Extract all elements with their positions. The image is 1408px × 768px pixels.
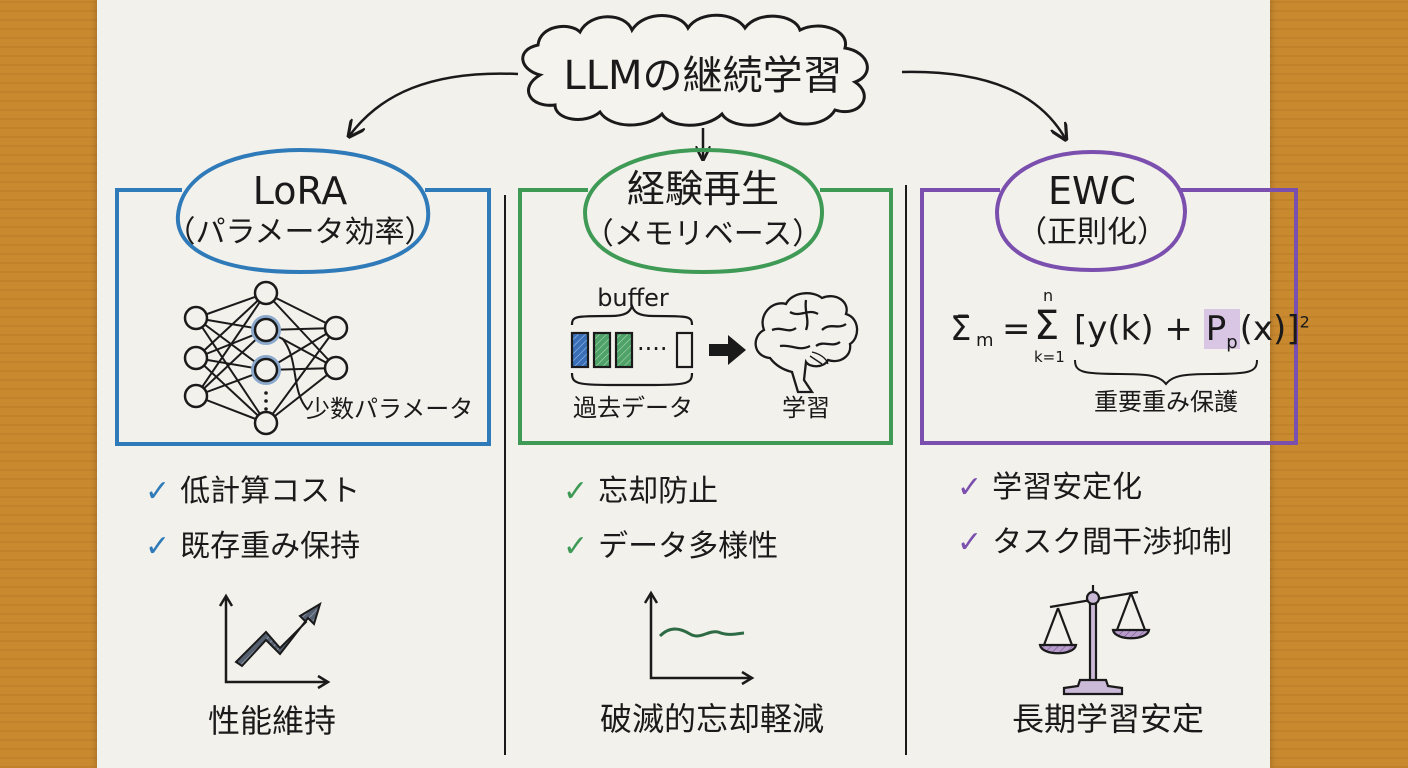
formula-sum: Σ bbox=[1034, 303, 1060, 349]
trend-up-chart-icon bbox=[218, 593, 331, 690]
check-icon: ✓ bbox=[957, 525, 983, 560]
title-cloud bbox=[521, 13, 869, 127]
check-icon: ✓ bbox=[563, 529, 589, 564]
replay-feature-2: ✓ データ多様性 bbox=[563, 532, 778, 562]
ewc-subtitle: （正則化） bbox=[1017, 215, 1167, 250]
buffer-dots: ···· bbox=[637, 335, 668, 363]
formula-term3: (x)] bbox=[1239, 309, 1300, 349]
ewc-feature-1: ✓ 学習安定化 bbox=[957, 473, 1142, 503]
nn-edge bbox=[265, 292, 337, 329]
nn-edge bbox=[265, 367, 337, 424]
formula-sum-top: n bbox=[1043, 286, 1054, 305]
buffer-to-brain-arrow bbox=[709, 335, 746, 365]
formula-lhs-sub: m bbox=[976, 330, 994, 351]
nn-edge bbox=[195, 329, 267, 397]
arrow-to-lora bbox=[350, 72, 519, 135]
check-icon: ✓ bbox=[145, 529, 171, 564]
past-data-label: 過去データ bbox=[573, 394, 693, 422]
lora-caption: 性能維持 bbox=[207, 702, 337, 740]
feature-text: 低計算コスト bbox=[180, 474, 361, 509]
feature-text: タスク間干渉抑制 bbox=[992, 525, 1233, 560]
nn-edge bbox=[265, 327, 337, 424]
neural-network-icon bbox=[183, 280, 349, 436]
lora-feature-2: ✓ 既存重み保持 bbox=[145, 532, 360, 562]
feature-text: 忘却防止 bbox=[598, 474, 719, 509]
lora-subtitle: （パラメータ効率） bbox=[165, 215, 435, 250]
arrow-to-ewc bbox=[901, 70, 1065, 138]
ewc-feature-2: ✓ タスク間干渉抑制 bbox=[957, 528, 1232, 558]
balance-scale-icon bbox=[1038, 585, 1151, 696]
replay-caption: 破滅的忘却軽減 bbox=[599, 700, 825, 738]
replay-feature-1: ✓ 忘却防止 bbox=[563, 477, 718, 507]
nn-edge bbox=[195, 292, 267, 359]
memory-buffer-icon bbox=[570, 302, 694, 387]
stable-line-chart-icon bbox=[643, 590, 755, 686]
feature-text: 既存重み保持 bbox=[180, 529, 361, 564]
nn-edge bbox=[195, 395, 267, 424]
lora-annotation: 少数パラメータ bbox=[306, 395, 474, 423]
check-icon: ✓ bbox=[563, 474, 589, 509]
lora-card-frame bbox=[115, 147, 491, 446]
formula-term2: P bbox=[1205, 309, 1227, 349]
feature-text: データ多様性 bbox=[598, 529, 779, 564]
formula-lhs: Σ̄ bbox=[950, 309, 972, 349]
lora-title: LoRA bbox=[252, 169, 348, 213]
nn-edge bbox=[195, 292, 267, 397]
feature-text: 学習安定化 bbox=[992, 470, 1143, 505]
ewc-formula: Σ̄ m = Σ n k=1 [y(k) + Pp(x)]2 bbox=[950, 288, 1310, 370]
formula-term1: [y(k) + bbox=[1074, 309, 1204, 349]
ewc-caption: 長期学習安定 bbox=[1011, 700, 1205, 738]
ewc-title: EWC bbox=[1047, 169, 1137, 213]
formula-body: [y(k) + Pp(x)]2 bbox=[1074, 309, 1310, 352]
brace-label: 重要重み保護 bbox=[1094, 388, 1238, 416]
formula-brace bbox=[1074, 359, 1258, 386]
formula-term2-sub: p bbox=[1226, 331, 1238, 353]
check-icon: ✓ bbox=[145, 474, 171, 509]
formula-highlight: Pp bbox=[1203, 309, 1240, 351]
lora-feature-1: ✓ 低計算コスト bbox=[145, 477, 360, 507]
replay-subtitle: （メモリベース） bbox=[583, 217, 823, 252]
check-icon: ✓ bbox=[957, 470, 983, 505]
diagram-title: LLMの継続学習 bbox=[563, 53, 843, 99]
buffer-label: buffer bbox=[597, 284, 669, 312]
replay-card-frame bbox=[518, 147, 893, 445]
replay-title: 経験再生 bbox=[626, 167, 780, 211]
formula-sum-bottom: k=1 bbox=[1034, 348, 1065, 366]
nn-edge bbox=[265, 292, 337, 369]
nn-edge bbox=[195, 317, 267, 424]
nn-edge bbox=[195, 292, 267, 319]
formula-equals: = bbox=[1002, 309, 1031, 349]
ewc-card-frame bbox=[920, 149, 1298, 445]
formula-power: 2 bbox=[1299, 312, 1310, 332]
learning-label: 学習 bbox=[782, 394, 830, 422]
brain-icon bbox=[754, 292, 859, 394]
nn-edge bbox=[195, 357, 267, 424]
